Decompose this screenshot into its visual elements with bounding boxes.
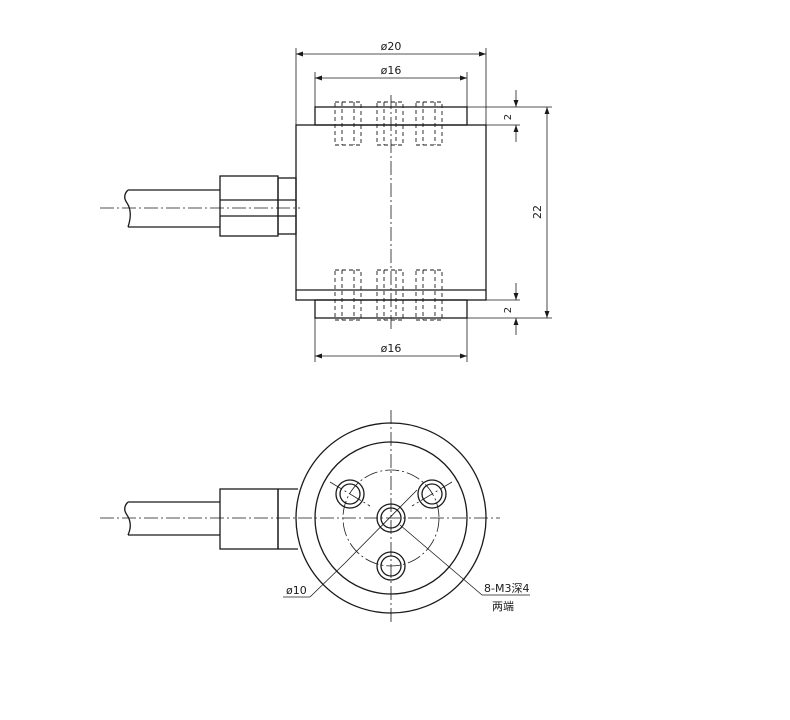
- dimension-flange-bottom: 2: [503, 283, 519, 335]
- cable-top: [124, 501, 220, 536]
- hidden-threads-top: [334, 101, 443, 146]
- cable-connector: [219, 175, 297, 237]
- dimension-dia-16-top: ø16: [314, 64, 468, 107]
- dimension-flange-top: 2: [503, 90, 519, 142]
- flange-circle: [314, 441, 468, 595]
- cable-connector-top: [219, 488, 298, 550]
- label-dia-16-top: ø16: [381, 64, 402, 77]
- hidden-threads-bottom: [334, 269, 443, 321]
- label-dia-20: ø20: [381, 40, 402, 53]
- bolt-circle: [342, 469, 440, 567]
- label-thread-note-2: 两端: [492, 600, 514, 613]
- top-flange: [314, 106, 468, 126]
- hole-axis-left: [329, 481, 371, 507]
- threaded-hole-bottom: [376, 551, 406, 581]
- label-flange-bottom: 2: [503, 307, 514, 313]
- dimension-dia-16-bottom: ø16: [314, 318, 468, 362]
- bottom-flange: [314, 299, 468, 319]
- threaded-hole-center: [376, 503, 406, 533]
- dimension-height-22: 22: [531, 107, 550, 318]
- label-thread-note: 8-M3深4: [484, 582, 529, 595]
- label-dia-10: ø10: [286, 584, 307, 597]
- leader-thread-note: 8-M3深4 两端: [399, 524, 530, 613]
- hole-axis-right: [411, 481, 453, 507]
- outer-body-circle: [295, 422, 487, 614]
- cable: [124, 189, 220, 228]
- top-view: ø10 8-M3深4 两端: [100, 410, 530, 625]
- label-dia-16-bottom: ø16: [381, 342, 402, 355]
- threaded-hole-left: [335, 479, 365, 509]
- front-view: ø20 ø16 ø16 2 2: [100, 40, 552, 362]
- leader-dia-10: ø10: [283, 489, 418, 598]
- label-height-22: 22: [531, 205, 544, 219]
- threaded-hole-right: [417, 479, 447, 509]
- dimension-dia-20: ø20: [295, 40, 487, 125]
- label-flange-top: 2: [503, 114, 514, 120]
